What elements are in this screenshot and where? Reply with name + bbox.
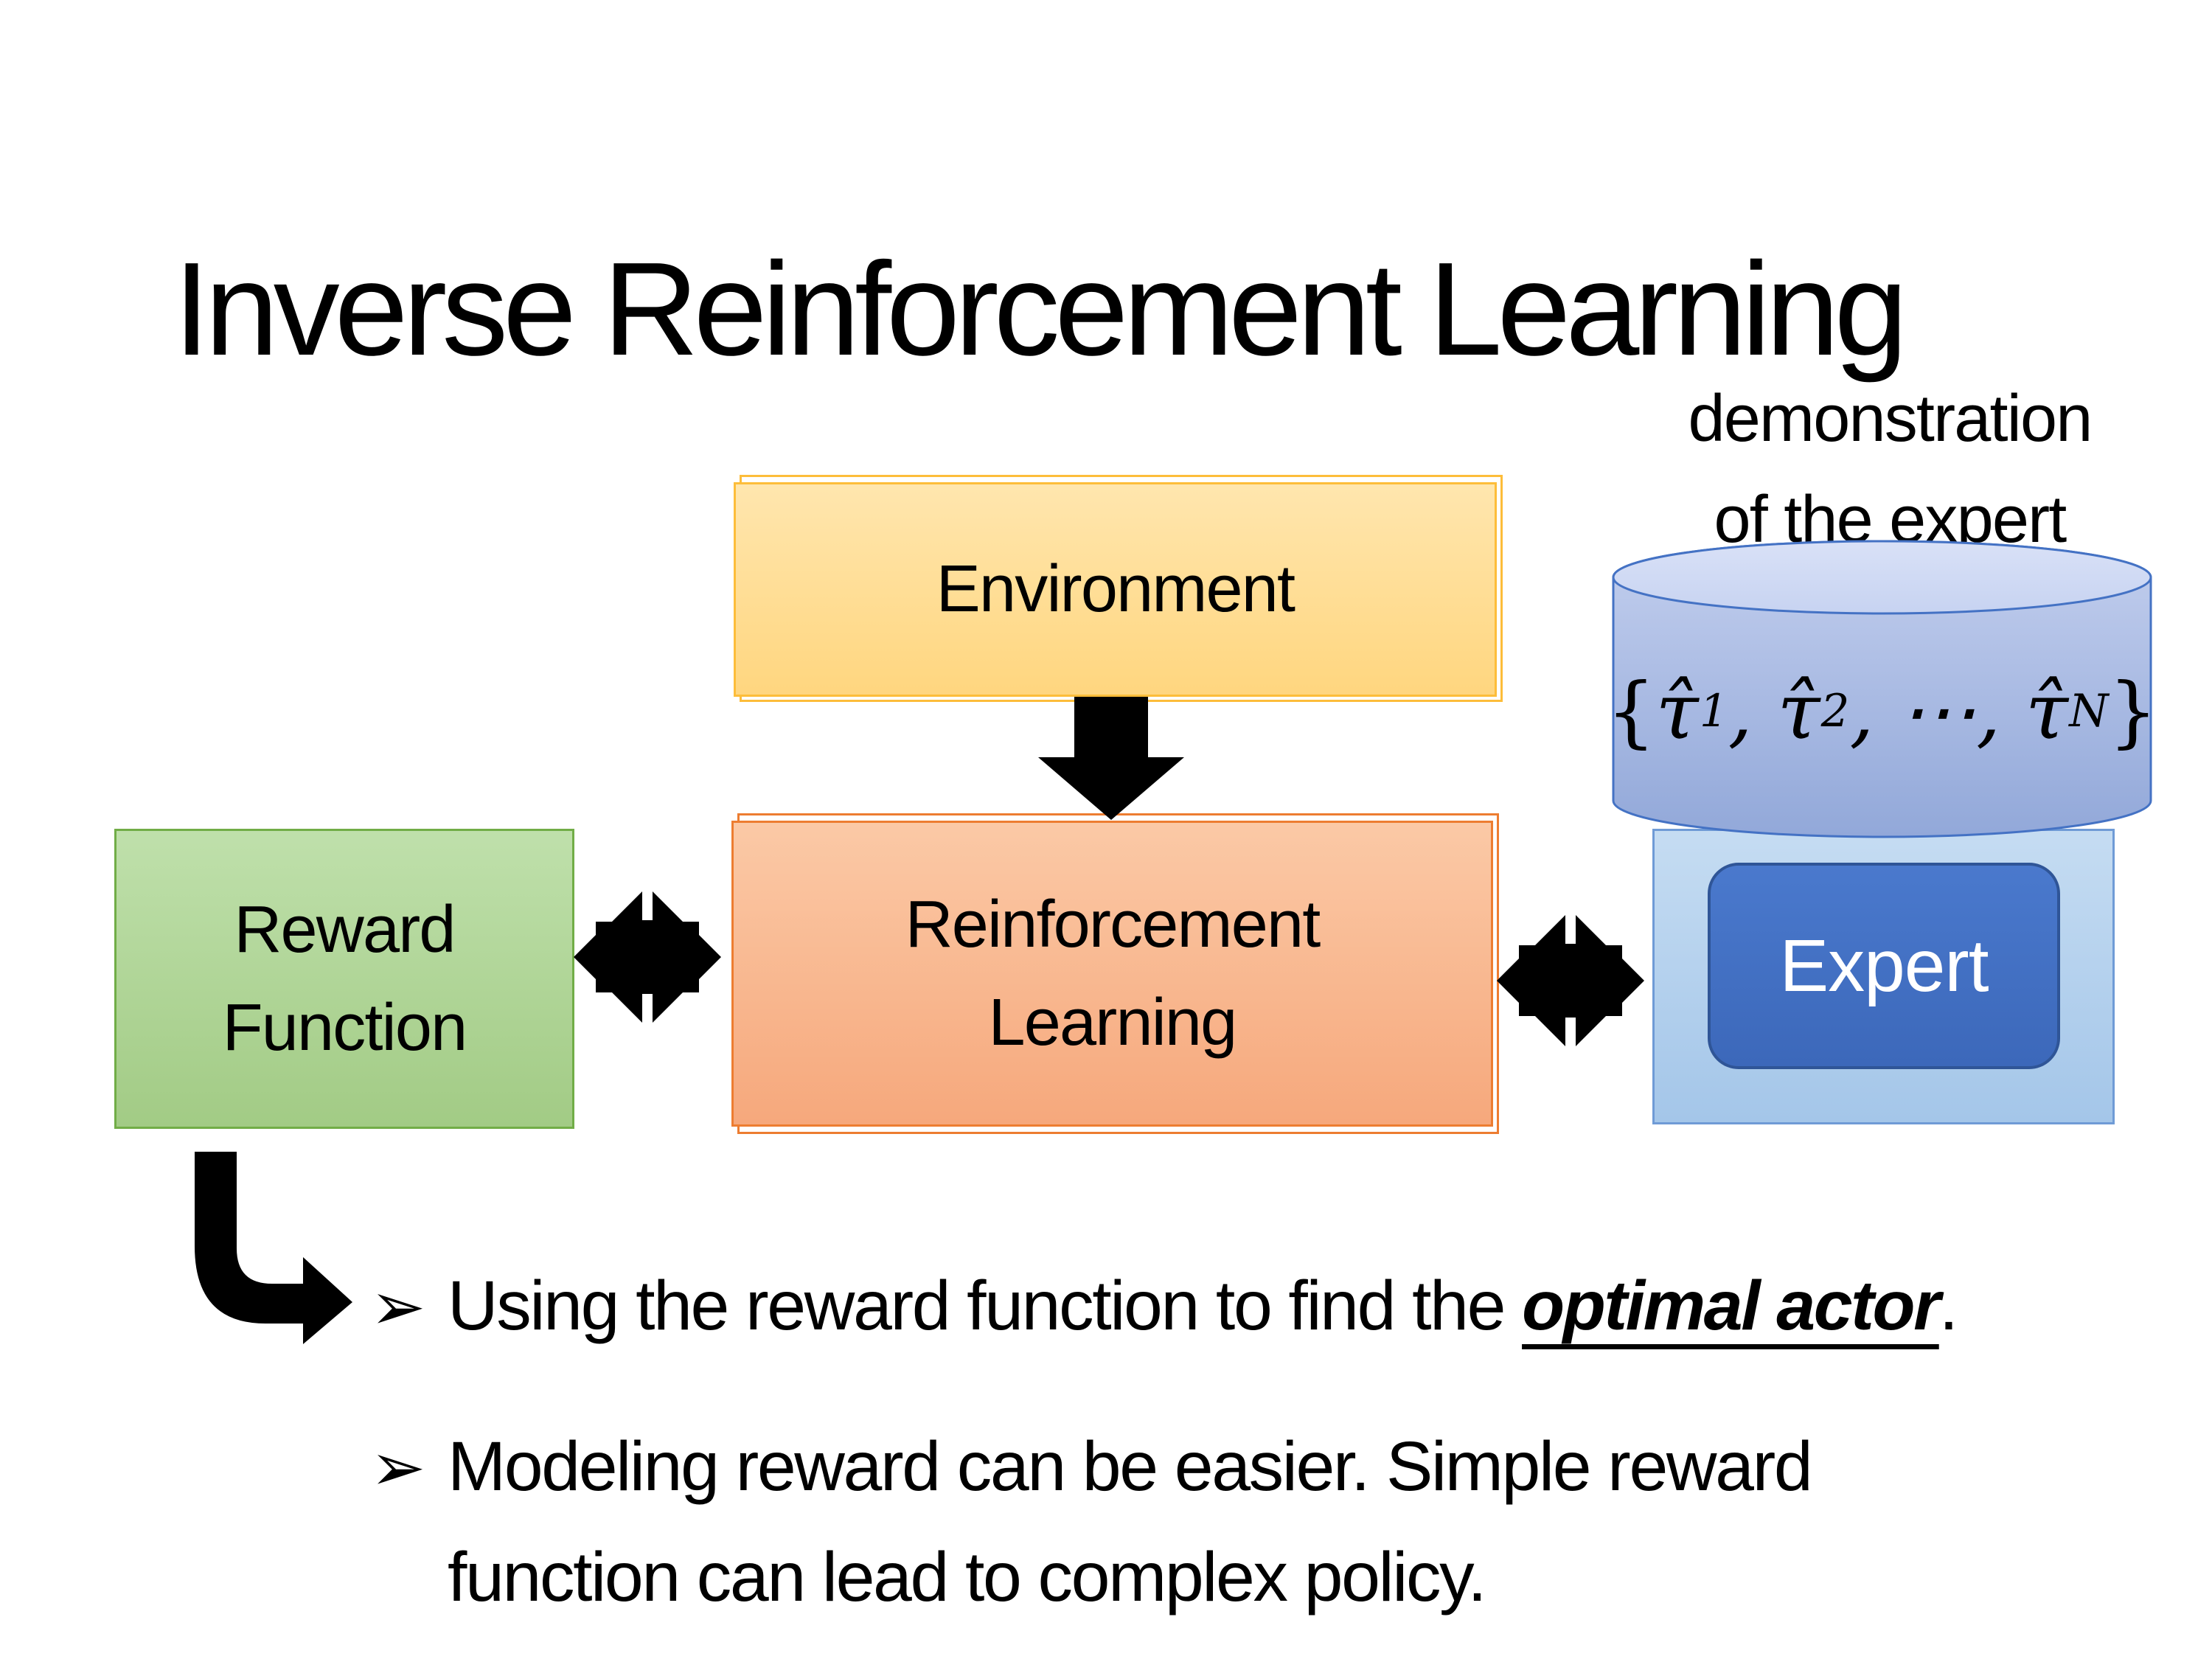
expert-label: Expert [1779,924,1989,1007]
page-title: Inverse Reinforcement Learning [173,235,1908,383]
trajectory-set-formula: {τ̂1, τ̂2, ⋯, τ̂N} [1606,667,2158,757]
bullet-1-text-emphasis: optimal actor [1522,1267,1941,1345]
formula-dots: ⋯ [1899,667,1977,757]
bullet-item-2: ➢ Modeling reward can be easier. Simple … [370,1411,1893,1632]
formula-tau1: τ̂ [1655,667,1699,757]
double-arrow-left-icon [574,883,721,1031]
formula-open-brace: { [1606,667,1656,757]
bullet-1-text-pre: Using the reward function to find the [448,1267,1523,1345]
environment-box: Environment [734,482,1497,697]
expert-box: Expert [1708,863,2060,1069]
arrow-bullet-icon: ➢ [370,1429,425,1506]
formula-sep2: , [1849,667,1899,757]
demonstration-caption-line2: of the expert [1714,482,2067,557]
reward-function-label-line2: Function [222,990,468,1065]
bullet-item-1: ➢ Using the reward function to find the … [370,1262,1958,1350]
reward-function-box: Reward Function [114,829,574,1129]
bullet-2-text: Modeling reward can be easier. Simple re… [448,1427,1813,1617]
reinforcement-learning-box: Reinforcement Learning [731,821,1493,1127]
formula-sep3: , [1976,667,2025,757]
demonstration-caption: demonstration of the expert [1521,369,2212,571]
double-arrow-right-icon [1497,907,1644,1054]
reinforcement-learning-label-line2: Learning [988,985,1238,1060]
bullet-1-text-post: . [1938,1267,1958,1345]
arrow-bullet-icon: ➢ [370,1268,425,1346]
formula-sep1: , [1728,667,1778,757]
formula-tau2: τ̂ [1777,667,1820,757]
demonstration-caption-line1: demonstration [1688,382,2093,456]
elbow-arrow-icon [195,1152,352,1344]
reinforcement-learning-label-line1: Reinforcement [905,888,1321,962]
reward-function-label-line1: Reward [234,893,456,967]
bullet-1-text: Using the reward function to find the op… [448,1262,1958,1350]
environment-label: Environment [936,552,1295,627]
formula-tauN: τ̂ [2025,667,2068,757]
formula-close-brace: } [2108,667,2158,757]
down-arrow-icon [1038,697,1184,820]
